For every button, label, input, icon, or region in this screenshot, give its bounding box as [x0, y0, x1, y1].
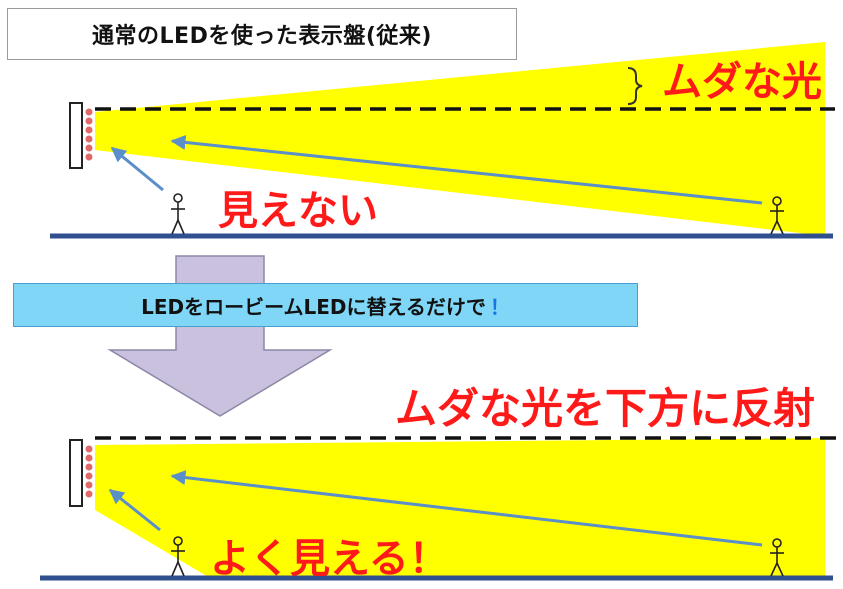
reflect-downward-label: ムダな光を下方に反射 [395, 384, 816, 433]
top-near-sight-arrow [110, 146, 164, 192]
transition-caption-mark: ！ [489, 294, 510, 319]
bottom-light-beam [95, 438, 825, 578]
top-brace-icon [627, 67, 643, 105]
top-sign-board-icon [69, 102, 83, 169]
top-near-person-icon [171, 193, 185, 235]
top-led-array-icon [85, 108, 93, 161]
transition-caption: LEDをロービームLEDに替えるだけで！ [13, 283, 638, 327]
down-arrow-icon [107, 255, 333, 417]
wasted-light-label: ムダな光 [662, 59, 822, 105]
bottom-far-person-icon [770, 538, 784, 577]
bottom-far-sight-arrow [170, 470, 763, 547]
bottom-sign-board-icon [69, 439, 83, 507]
top-panel-title-text: 通常のLEDを使った表示盤(従来) [92, 24, 432, 49]
invisible-label: 見えない [218, 188, 378, 234]
transition-caption-text: LEDをロービームLEDに替えるだけで [141, 294, 486, 319]
visible-label: よく見える！ [210, 536, 449, 582]
bottom-near-sight-arrow [108, 488, 161, 532]
bottom-led-array-icon [85, 445, 93, 498]
top-far-sight-arrow [170, 134, 763, 205]
top-light-beam [95, 42, 825, 236]
bottom-near-person-icon [171, 536, 185, 577]
top-far-person-icon [770, 196, 784, 235]
top-panel-title: 通常のLEDを使った表示盤(従来) [7, 8, 517, 60]
